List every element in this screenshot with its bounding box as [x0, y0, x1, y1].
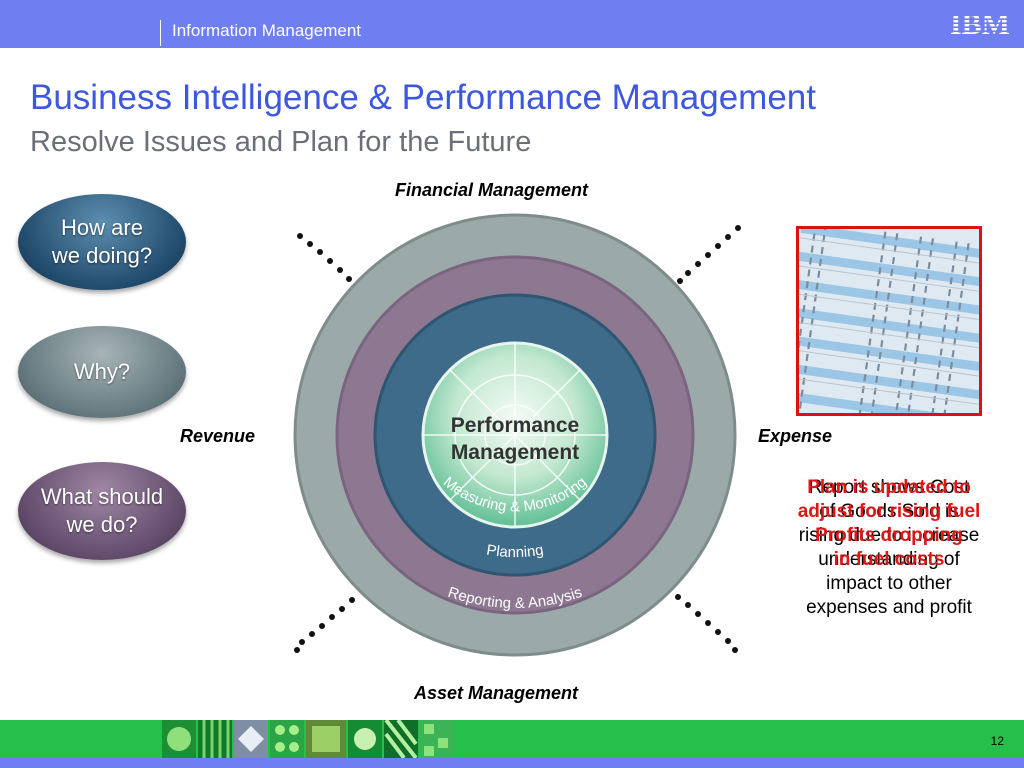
overlay-line: Report shows Cost	[808, 477, 970, 498]
ring-middle-label-path: Planning	[485, 542, 544, 562]
overlay-line: in fuel costs	[833, 549, 945, 570]
axis-label-top: Financial Management	[395, 180, 589, 200]
bottom-strip	[0, 758, 1024, 768]
ibm-logo-text: IBM	[950, 8, 1010, 38]
overlay-line: Profits dropping	[815, 525, 963, 546]
page-title: Business Intelligence & Performance Mana…	[30, 78, 816, 117]
overlapping-text-group: Report shows Cost of Goods Sold is risin…	[758, 476, 1020, 676]
overlay-line: understanding of	[818, 549, 960, 570]
question-line: we do?	[66, 512, 138, 537]
question-line: Why?	[73, 359, 131, 384]
core-label-line1: Performance	[451, 414, 579, 437]
performance-management-diagram: Performance Management Measuring & Monit…	[293, 213, 737, 657]
section-title: Information Management	[172, 21, 361, 40]
overlay-line: impact to other	[826, 573, 952, 594]
dots-bottom-left	[294, 597, 355, 653]
axis-label-right: Expense	[758, 426, 833, 446]
overlay-line: Plan is updated to	[807, 477, 971, 498]
overlay-line: of Goods Sold is	[819, 501, 959, 522]
question-line: How are	[61, 215, 143, 240]
overlay-line: adjust for rising fuel	[797, 501, 981, 522]
header-separator	[160, 20, 161, 46]
question-why: Why?	[18, 326, 186, 418]
footer-bar: 12	[0, 720, 1024, 758]
question-how-are-we-doing: How are we doing?	[18, 194, 186, 290]
core-label-line2: Management	[451, 441, 579, 464]
axis-label-left: Revenue	[180, 426, 256, 446]
overlay-line: expenses and profit	[806, 597, 972, 618]
axis-label-bottom: Asset Management	[414, 683, 579, 703]
core-target-lines	[423, 343, 607, 527]
dots-top-left	[297, 233, 352, 282]
page-number: 12	[990, 734, 1004, 748]
overlay-text-black: Report shows Cost of Goods Sold is risin…	[758, 476, 1020, 620]
dots-bottom-right	[675, 594, 738, 653]
ibm-logo: IBM	[950, 8, 1010, 38]
footer-image-strip	[162, 720, 454, 758]
question-line: What should	[40, 484, 164, 509]
page-subtitle: Resolve Issues and Plan for the Future	[30, 126, 532, 158]
overlay-line: rising due to increase	[798, 525, 980, 546]
question-line: we doing?	[51, 243, 153, 268]
ring-middle-label: Planning	[485, 542, 544, 562]
header-bar: Information Management IBM	[0, 0, 1024, 48]
spreadsheet-photo	[796, 226, 982, 416]
question-what-should-we-do: What should we do?	[18, 462, 186, 560]
dots-top-right	[677, 225, 741, 284]
overlay-text-red: Plan is updated to adjust for rising fue…	[758, 476, 1020, 572]
spreadsheet-image	[799, 229, 979, 413]
